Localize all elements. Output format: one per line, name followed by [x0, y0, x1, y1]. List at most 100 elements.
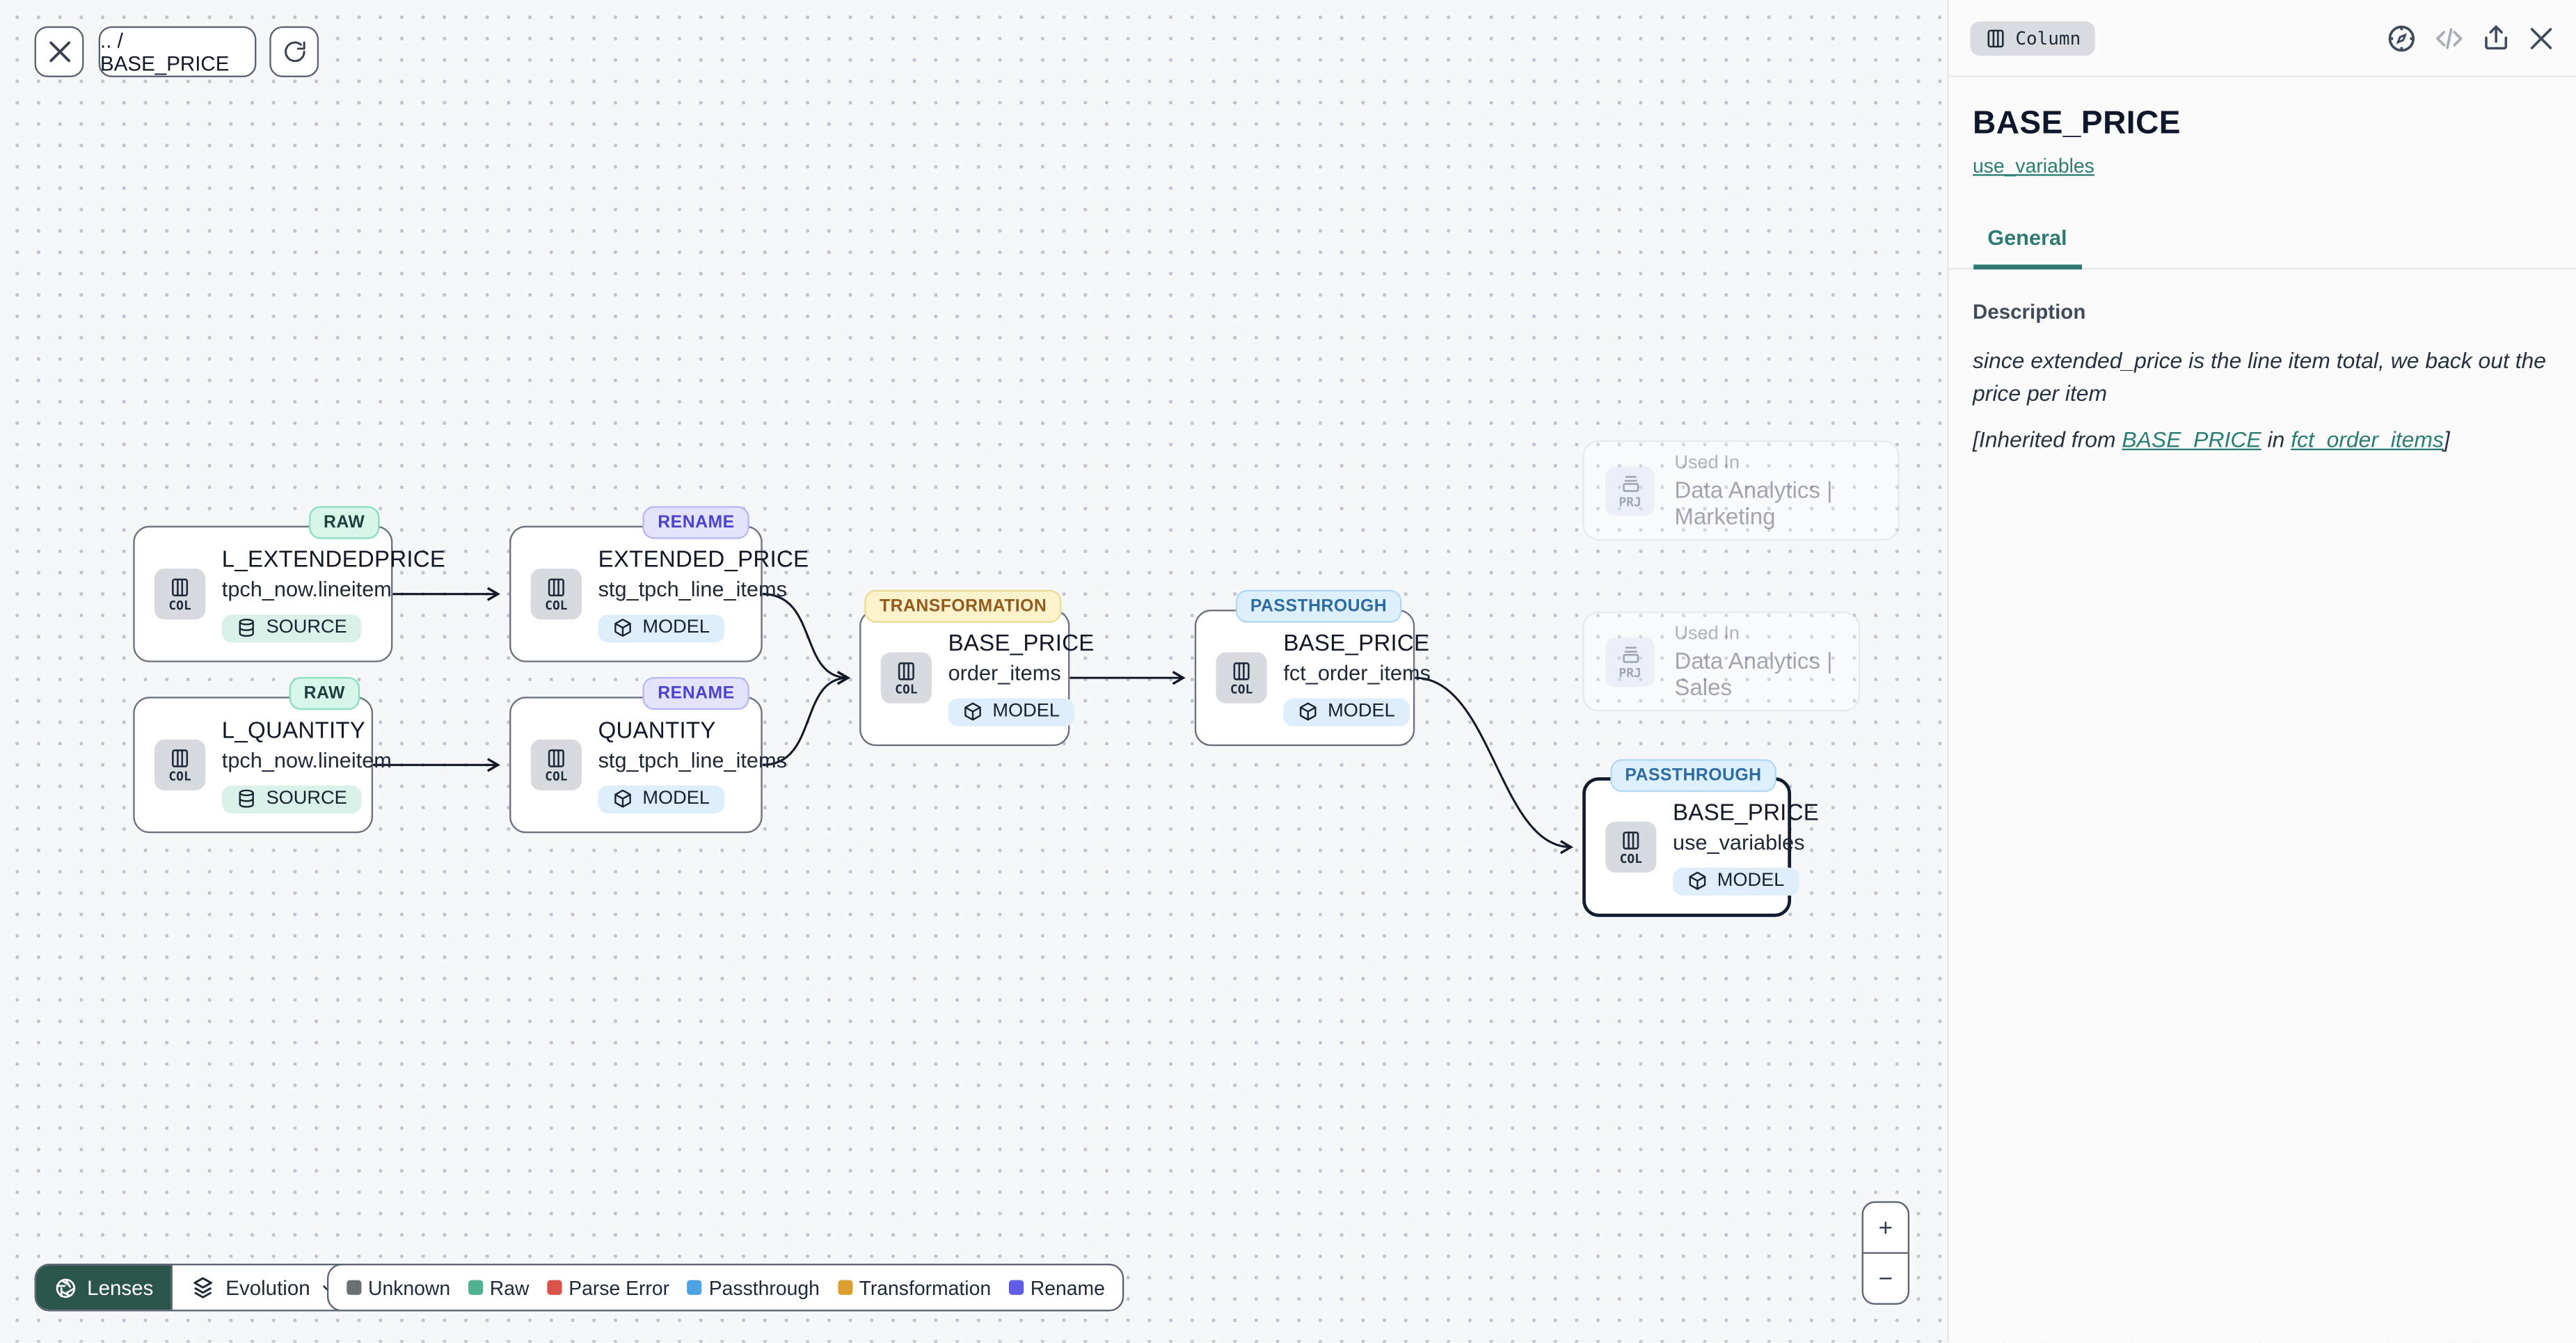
model-link[interactable]: use_variables: [1972, 154, 2094, 178]
compass-icon[interactable]: [2386, 22, 2417, 54]
cube-icon: [614, 790, 631, 809]
used-in-marketing-card[interactable]: PRJ Used In Data Analytics | Marketing: [1582, 440, 1900, 541]
column-kind-chip: COL: [530, 739, 582, 790]
zoom-in-button[interactable]: +: [1863, 1203, 1908, 1254]
node-subtitle: tpch_now.lineitem: [221, 747, 392, 772]
used-in-label: Used In: [1674, 623, 1740, 644]
legend-item-raw: Raw: [468, 1276, 530, 1299]
database-icon: [239, 790, 254, 809]
node-l-quantity[interactable]: RAW COL L_QUANTITY tpch_now.lineitem SOU…: [133, 676, 392, 834]
column-kind-chip: COL: [154, 739, 206, 790]
lens-badge: TRANSFORMATION: [864, 589, 1062, 623]
cube-icon: [964, 702, 981, 721]
used-in-name: Data Analytics | Sales: [1674, 646, 1833, 699]
node-title: BASE_PRICE: [1673, 799, 1820, 826]
legend-item-unknown: Unknown: [347, 1276, 450, 1299]
zoom-out-button[interactable]: −: [1878, 1264, 1893, 1293]
project-kind-chip: PRJ: [1605, 466, 1655, 516]
code-icon[interactable]: [2433, 22, 2465, 54]
node-l-extendedprice[interactable]: RAW COL L_EXTENDEDPRICE tpch_now.lineite…: [133, 506, 445, 662]
details-panel: Column BASE_PRICE use_variables General …: [1946, 0, 2576, 1343]
columns-icon: [1233, 662, 1250, 680]
cube-icon: [1299, 702, 1317, 721]
node-title: L_EXTENDEDPRICE: [221, 546, 446, 573]
database-icon: [239, 619, 254, 637]
refresh-icon: [283, 41, 305, 63]
node-subtitle: stg_tpch_line_items: [598, 576, 787, 601]
lens-badge: RAW: [289, 676, 360, 710]
node-type-chip: MODEL: [948, 697, 1075, 726]
lenses-control: Lenses Evolution: [34, 1263, 356, 1312]
legend-item-passthrough: Passthrough: [687, 1276, 820, 1299]
entity-type-badge: Column: [1969, 20, 2096, 56]
node-type-chip: MODEL: [1283, 697, 1410, 726]
node-title: BASE_PRICE: [948, 630, 1095, 656]
legend-swatch: [1009, 1280, 1024, 1295]
node-base-price-order-items[interactable]: TRANSFORMATION COL BASE_PRICE order_item…: [859, 589, 1094, 747]
node-title: L_QUANTITY: [221, 717, 366, 744]
used-in-name: Data Analytics | Marketing: [1674, 475, 1833, 529]
stack-icon: [1622, 475, 1639, 492]
zoom-controls: + −: [1861, 1201, 1910, 1305]
column-title: BASE_PRICE: [1972, 105, 2181, 142]
cube-icon: [1689, 872, 1706, 891]
close-lineage-button[interactable]: [34, 26, 84, 77]
lenses-button[interactable]: Lenses: [35, 1265, 172, 1310]
columns-icon: [172, 578, 189, 596]
node-subtitle: tpch_now.lineitem: [221, 576, 392, 601]
cube-icon: [614, 619, 631, 637]
lens-selector-dropdown[interactable]: Evolution: [171, 1265, 355, 1310]
legend-item-rename: Rename: [1009, 1276, 1105, 1299]
close-icon[interactable]: [2527, 24, 2555, 51]
node-base-price-fct-order-items[interactable]: PASSTHROUGH COL BASE_PRICE fct_order_ite…: [1194, 589, 1431, 747]
node-type-chip: MODEL: [598, 785, 725, 813]
tabs-divider: [1948, 267, 2576, 270]
legend-item-transformation: Transformation: [837, 1276, 991, 1299]
column-kind-chip: COL: [880, 652, 932, 704]
column-kind-chip: COL: [1216, 652, 1267, 704]
legend-swatch: [547, 1280, 562, 1295]
columns-icon: [548, 749, 564, 767]
legend-swatch: [837, 1280, 853, 1295]
tab-general[interactable]: General: [1972, 225, 2082, 270]
inherited-note: [Inherited from BASE_PRICE in fct_order_…: [1972, 426, 2450, 452]
columns-icon: [172, 749, 189, 767]
layers-icon: [194, 1277, 213, 1298]
legend-swatch: [468, 1280, 484, 1295]
node-subtitle: fct_order_items: [1283, 660, 1431, 685]
lens-legend: Unknown Raw Parse Error Passthrough Tran…: [326, 1263, 1125, 1312]
node-title: QUANTITY: [598, 717, 716, 744]
inherited-model-link[interactable]: fct_order_items: [2291, 426, 2444, 452]
close-icon: [49, 41, 70, 63]
node-extended-price[interactable]: RENAME COL EXTENDED_PRICE stg_tpch_line_…: [509, 506, 809, 662]
lens-badge: PASSTHROUGH: [1235, 589, 1402, 623]
refresh-button[interactable]: [269, 26, 319, 77]
project-kind-chip: PRJ: [1605, 637, 1655, 686]
share-icon[interactable]: [2481, 23, 2511, 53]
inherited-column-link[interactable]: BASE_PRICE: [2122, 426, 2261, 452]
description-heading: Description: [1972, 301, 2086, 324]
legend-swatch: [687, 1280, 703, 1295]
node-quantity[interactable]: RENAME COL QUANTITY stg_tpch_line_items …: [509, 676, 787, 834]
stack-icon: [1622, 646, 1639, 662]
used-in-sales-card[interactable]: PRJ Used In Data Analytics | Sales: [1582, 611, 1861, 712]
breadcrumb[interactable]: .. / BASE_PRICE: [98, 26, 257, 77]
legend-swatch: [347, 1280, 362, 1295]
description-text: since extended_price is the line item to…: [1972, 348, 2547, 406]
lens-badge: RAW: [308, 506, 380, 539]
lens-badge: PASSTHROUGH: [1610, 759, 1776, 792]
node-subtitle: order_items: [948, 660, 1061, 685]
panel-tabs: General: [1948, 223, 2576, 270]
columns-icon: [1987, 29, 2003, 47]
used-in-label: Used In: [1674, 452, 1740, 472]
column-kind-chip: COL: [1605, 821, 1657, 873]
legend-item-parse-error: Parse Error: [547, 1276, 669, 1299]
column-kind-chip: COL: [530, 569, 582, 620]
node-title: EXTENDED_PRICE: [598, 546, 809, 573]
node-subtitle: use_variables: [1673, 829, 1805, 855]
aperture-icon: [56, 1278, 76, 1298]
lens-badge: RENAME: [643, 676, 749, 710]
node-base-price-use-variables[interactable]: PASSTHROUGH COL BASE_PRICE use_variables…: [1582, 759, 1819, 917]
column-kind-chip: COL: [154, 569, 206, 620]
node-type-chip: MODEL: [1673, 867, 1799, 896]
